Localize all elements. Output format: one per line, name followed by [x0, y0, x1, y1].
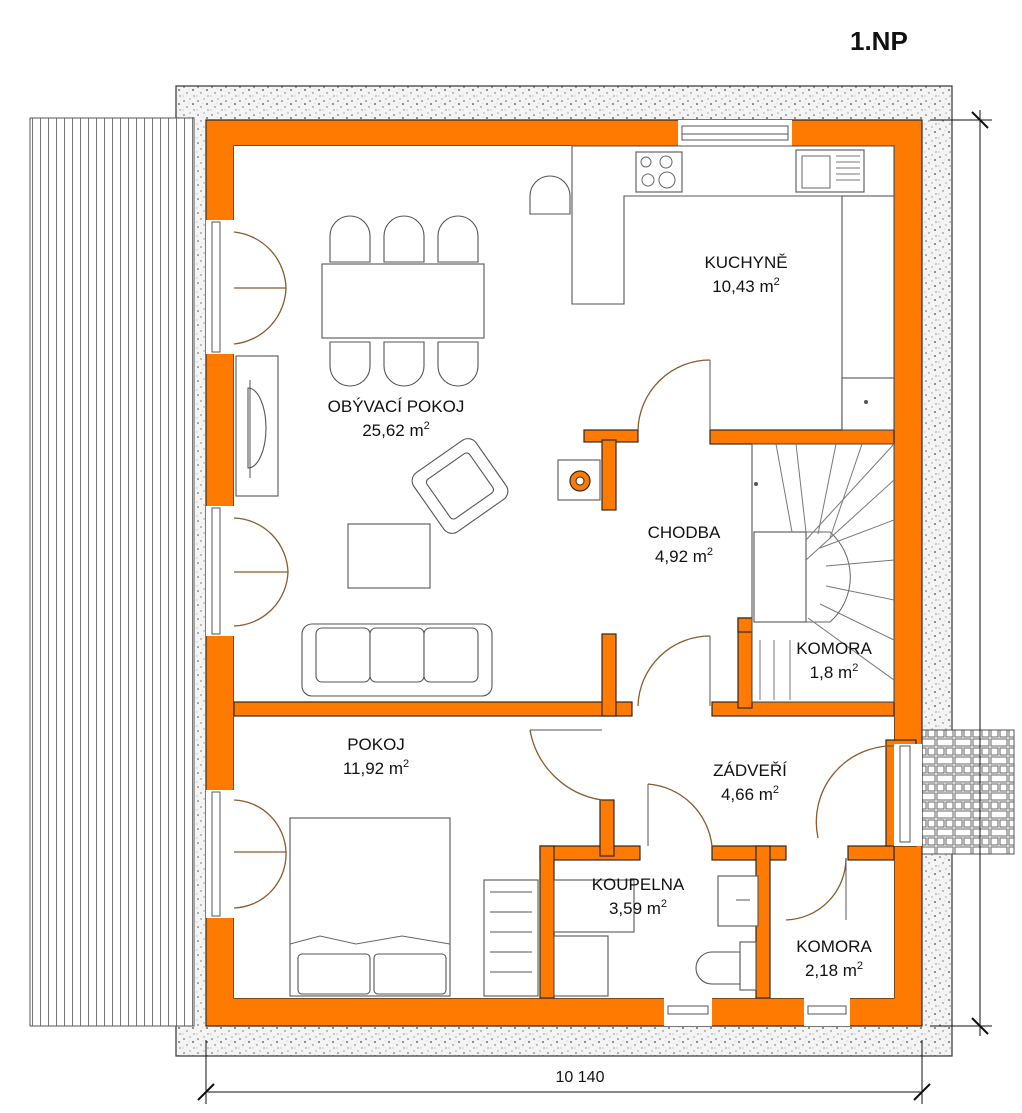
- svg-text:25,62 m2: 25,62 m2: [362, 420, 430, 440]
- coffee-table: [347, 523, 431, 589]
- room-name: KUCHYNĚ: [704, 253, 787, 272]
- room-area: 25,62 m: [362, 421, 423, 440]
- room-name: OBÝVACÍ POKOJ: [328, 397, 465, 416]
- svg-text:3,59 m2: 3,59 m2: [609, 898, 667, 918]
- area-superscript: 2: [852, 662, 858, 674]
- wardrobe: [483, 879, 539, 997]
- wooden-terrace: [29, 117, 195, 1027]
- room-kuchyne: KUCHYNĚ 10,43 m2: [704, 253, 787, 296]
- interior-walls: [233, 429, 917, 999]
- chimney: [557, 459, 601, 501]
- svg-text:11,92 m2: 11,92 m2: [343, 758, 409, 778]
- room-koupelna: KOUPELNA 3,59 m2: [592, 875, 685, 918]
- floor-title: 1.NP: [850, 26, 908, 56]
- room-area: 2,18 m: [805, 961, 857, 980]
- windows: [206, 120, 922, 1026]
- staircase: [751, 443, 895, 703]
- svg-text:4,92 m2: 4,92 m2: [655, 546, 713, 566]
- area-superscript: 2: [773, 784, 779, 796]
- room-name: KOUPELNA: [592, 875, 685, 894]
- bathroom-fixtures: [553, 875, 759, 997]
- room-area: 4,92 m: [655, 547, 707, 566]
- armchair: [411, 438, 509, 534]
- area-superscript: 2: [857, 960, 863, 972]
- area-superscript: 2: [707, 546, 713, 558]
- room-komora-2: KOMORA 2,18 m2: [796, 937, 872, 980]
- dining-set: [321, 215, 485, 387]
- entrance-paving: [921, 729, 1015, 855]
- room-area: 3,59 m: [609, 899, 661, 918]
- room-komora-1: KOMORA 1,8 m2: [796, 639, 872, 682]
- width-dimension: 10 140: [556, 1069, 605, 1086]
- sofa: [301, 623, 493, 697]
- room-name: KOMORA: [796, 937, 872, 956]
- area-superscript: 2: [661, 898, 667, 910]
- room-area: 10,43 m: [712, 277, 773, 296]
- svg-text:10,43 m2: 10,43 m2: [712, 276, 780, 296]
- area-superscript: 2: [403, 758, 409, 770]
- door-swings: [233, 231, 895, 921]
- svg-text:4,66 m2: 4,66 m2: [721, 784, 779, 804]
- svg-text:1,8 m2: 1,8 m2: [810, 662, 859, 682]
- kitchen-counter: [529, 145, 895, 431]
- room-pokoj: POKOJ 11,92 m2: [343, 735, 409, 778]
- room-name: CHODBA: [648, 523, 721, 542]
- room-chodba: CHODBA 4,92 m2: [648, 523, 721, 566]
- room-area: 1,8 m: [810, 663, 853, 682]
- tv-unit: [235, 355, 279, 497]
- area-superscript: 2: [424, 420, 430, 432]
- double-bed: [289, 817, 451, 997]
- dimension-lines: 10 140: [197, 110, 992, 1104]
- room-zadveri: ZÁDVEŘÍ 4,66 m2: [713, 761, 787, 804]
- room-area: 4,66 m: [721, 785, 773, 804]
- svg-text:2,18 m2: 2,18 m2: [805, 960, 863, 980]
- room-area: 11,92 m: [343, 759, 403, 778]
- room-obyvaci-pokoj: OBÝVACÍ POKOJ 25,62 m2: [328, 397, 465, 440]
- room-name: POKOJ: [347, 735, 405, 754]
- room-name: ZÁDVEŘÍ: [713, 761, 787, 780]
- room-name: KOMORA: [796, 639, 872, 658]
- area-superscript: 2: [774, 276, 780, 288]
